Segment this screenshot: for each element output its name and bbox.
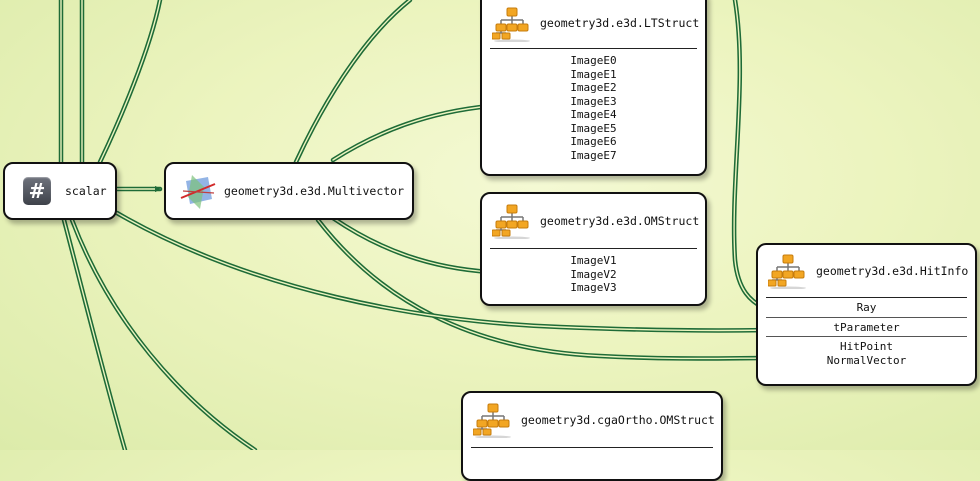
node-hitinfo-title: geometry3d.e3d.HitInfo xyxy=(816,264,969,278)
multivector-icon xyxy=(180,175,216,209)
edge-scalar-down-1 xyxy=(61,217,128,450)
member-image-v3: ImageV3 xyxy=(570,281,617,294)
member-tparameter: tParameter xyxy=(833,320,900,334)
member-image-v1: ImageV1 xyxy=(570,254,617,267)
edge-multivector-to-omstruct xyxy=(330,215,493,275)
node-omstruct[interactable]: geometry3d.e3d.OMStruct ImageV1 ImageV2 … xyxy=(480,192,707,306)
member-image-e5: ImageE5 xyxy=(570,121,617,135)
edge-offscreen-upper xyxy=(97,0,163,165)
member-image-e0: ImageE0 xyxy=(570,54,617,67)
node-ltstruct-members: ImageE0 ImageE1 ImageE2 ImageE3 ImageE4 … xyxy=(482,49,705,162)
node-hitinfo-section-ray: Ray xyxy=(758,298,975,317)
node-hitinfo-divider xyxy=(766,316,967,318)
struct-icon xyxy=(492,7,530,42)
member-image-v2: ImageV2 xyxy=(570,267,617,281)
edge-scalar-to-hitinfo xyxy=(114,210,773,334)
node-hitinfo[interactable]: geometry3d.e3d.HitInfo Ray tParameter Hi… xyxy=(756,243,977,386)
node-hitinfo-section-tparameter: tParameter xyxy=(758,318,975,337)
member-normalvector: NormalVector xyxy=(826,353,907,367)
node-ltstruct[interactable]: geometry3d.e3d.LTStruct ImageE0 ImageE1 … xyxy=(480,0,707,176)
edge-offscreen-to-hitinfo xyxy=(731,0,771,313)
member-ray: Ray xyxy=(856,301,877,314)
node-hitinfo-divider xyxy=(766,297,967,298)
node-ltstruct-title: geometry3d.e3d.LTStruct xyxy=(540,16,700,30)
struct-icon xyxy=(492,204,530,239)
node-omstruct-divider xyxy=(490,248,697,249)
node-cga-omstruct-divider xyxy=(471,447,713,448)
member-image-e4: ImageE4 xyxy=(570,108,617,121)
member-image-e3: ImageE3 xyxy=(570,94,617,108)
member-image-e1: ImageE1 xyxy=(570,67,617,81)
edge-scalar-down-2 xyxy=(69,217,258,450)
edge-offscreen-to-multivector xyxy=(293,0,413,165)
node-scalar[interactable]: # scalar xyxy=(3,162,117,220)
edge-multivector-to-ltstruct xyxy=(330,103,493,163)
struct-icon xyxy=(473,403,511,438)
node-ltstruct-divider xyxy=(490,48,697,49)
edge-layer xyxy=(58,0,773,450)
node-omstruct-title: geometry3d.e3d.OMStruct xyxy=(540,214,700,228)
struct-icon xyxy=(768,254,806,289)
member-hitpoint: HitPoint xyxy=(840,340,893,353)
member-image-e7: ImageE7 xyxy=(570,148,617,162)
node-multivector-title: geometry3d.e3d.Multivector xyxy=(224,184,405,198)
hash-icon: # xyxy=(23,177,51,205)
edge-multivector-to-hitinfo xyxy=(315,217,773,362)
node-hitinfo-divider xyxy=(766,336,967,337)
member-image-e6: ImageE6 xyxy=(570,135,617,148)
node-omstruct-members: ImageV1 ImageV2 ImageV3 xyxy=(482,249,705,295)
node-cga-omstruct[interactable]: geometry3d.cgaOrtho.OMStruct xyxy=(461,391,723,481)
member-image-e2: ImageE2 xyxy=(570,81,617,94)
node-hitinfo-section-hit: HitPoint NormalVector xyxy=(758,337,975,369)
node-scalar-title: scalar xyxy=(65,184,107,198)
node-cga-omstruct-title: geometry3d.cgaOrtho.OMStruct xyxy=(521,413,715,427)
node-multivector[interactable]: geometry3d.e3d.Multivector xyxy=(164,162,414,220)
